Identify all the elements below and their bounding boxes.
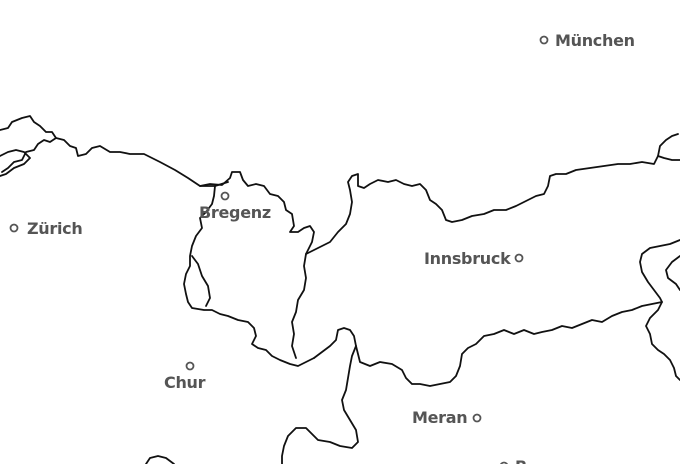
city-bozen[interactable]: B [500,457,528,464]
border-tirol-north [305,133,679,255]
city-label: Innsbruck [424,249,511,268]
border-lake-constance-inner [0,149,31,177]
city-muenchen[interactable]: München [539,31,635,50]
border-vorarlberg-north [199,171,315,255]
border-south-west [145,455,175,464]
city-marker-icon [185,361,195,371]
city-marker-icon [514,253,524,263]
border-liechtenstein [191,255,211,307]
border-lines [0,115,680,464]
city-label: Bregenz [199,203,271,222]
border-vorarlberg-west [183,185,315,367]
border-tirol-east-inlet [657,155,680,161]
city-marker-icon [472,413,482,423]
city-marker-icon [539,35,549,45]
city-marker-icon [220,191,230,201]
city-meran[interactable]: Meran [412,408,482,427]
city-bregenz[interactable]: Bregenz [199,191,271,223]
city-label: Zürich [27,219,82,238]
cities: München Zürich Bregenz Innsbruck Chur Me… [9,31,635,464]
border-germany-switzerland [55,137,229,187]
border-south-tirol [281,345,359,464]
city-label: Chur [164,373,206,392]
border-tirol-south [313,301,663,387]
border-tirol-west [291,253,307,359]
city-label: München [555,31,635,50]
city-innsbruck[interactable]: Innsbruck [424,249,524,268]
city-label: Meran [412,408,467,427]
border-east-inner [665,255,680,291]
border-lake-constance [0,115,57,173]
city-chur[interactable]: Chur [164,361,206,393]
city-label: B [515,457,527,464]
city-zuerich[interactable]: Zürich [9,219,83,238]
border-east [639,239,680,381]
city-marker-icon [9,223,19,233]
